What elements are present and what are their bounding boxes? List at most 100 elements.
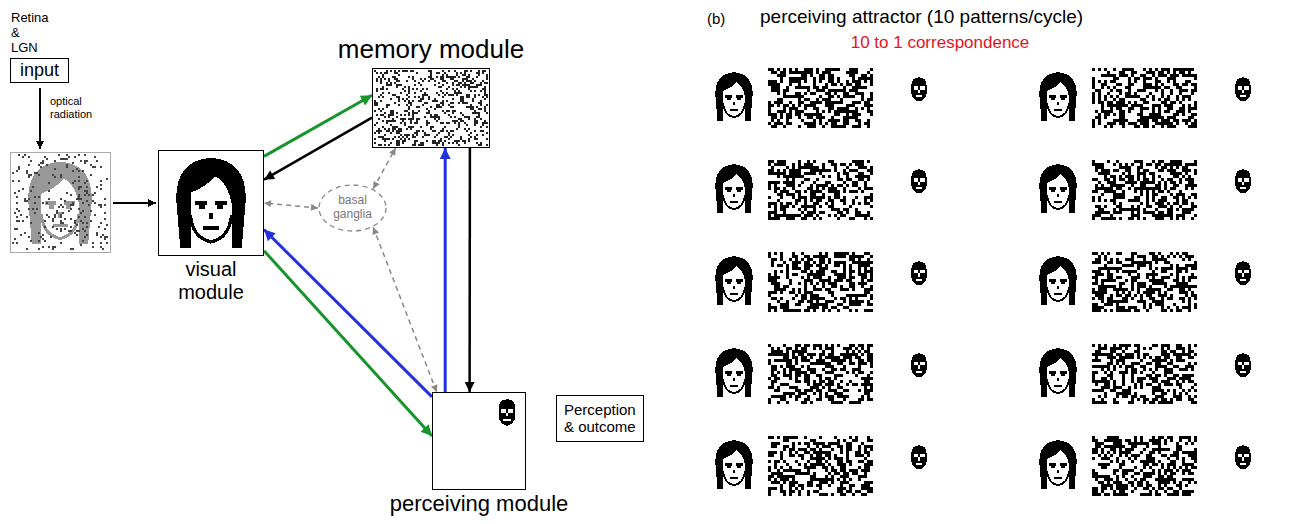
noise-dot (448, 104, 450, 106)
noise-dot (92, 242, 94, 244)
noise-dot (414, 122, 416, 124)
noise-dot (867, 71, 870, 74)
noise-dot (446, 76, 448, 78)
noise-dot (1191, 74, 1194, 77)
noise-dot (1158, 160, 1161, 163)
noise-dot (870, 166, 873, 169)
noise-dot (846, 95, 849, 98)
noise-dot (394, 70, 396, 72)
noise-dot (382, 76, 384, 78)
noise-dot (416, 72, 418, 74)
noise-dot (843, 163, 846, 166)
noise-dot (426, 134, 428, 136)
noise-dot (460, 100, 462, 102)
noise-dot (798, 95, 801, 98)
noise-dot (42, 234, 44, 236)
noise-dot (804, 214, 807, 217)
noise-dot (1143, 80, 1146, 83)
noise-dot (386, 130, 388, 132)
noise-dot (804, 166, 807, 169)
noise-dot (452, 102, 454, 104)
noise-dot (783, 89, 786, 92)
noise-dot (813, 166, 816, 169)
noise-dot (1104, 110, 1107, 113)
noise-dot (1167, 119, 1170, 122)
noise-dot (100, 236, 102, 238)
noise-dot (398, 140, 400, 142)
noise-dot (1179, 107, 1182, 110)
noise-dot (1173, 101, 1176, 104)
noise-dot (1143, 116, 1146, 119)
noise-dot (388, 120, 390, 122)
noise-dot (1104, 116, 1107, 119)
noise-dot (843, 86, 846, 89)
noise-dot (1140, 98, 1143, 101)
noise-dot (60, 242, 62, 244)
noise-dot (1167, 107, 1170, 110)
noise-dot (84, 216, 86, 218)
noise-dot (831, 163, 834, 166)
noise-dot (801, 101, 804, 104)
noise-dot (418, 96, 420, 98)
noise-dot (434, 140, 436, 142)
noise-dot (442, 128, 444, 130)
noise-dot (374, 110, 376, 112)
noise-dot (1137, 119, 1140, 122)
noise-dot (807, 86, 810, 89)
noise-dot (840, 107, 843, 110)
noise-dot (432, 100, 434, 102)
noise-dot (1158, 98, 1161, 101)
noise-dot (482, 70, 484, 72)
noise-dot (807, 211, 810, 214)
noise-dot (60, 230, 62, 232)
noise-dot (484, 82, 486, 84)
noise-dot (786, 193, 789, 196)
noise-dot (448, 132, 450, 134)
noise-dot (476, 134, 478, 136)
noise-dot (1125, 166, 1128, 169)
noise-dot (1158, 122, 1161, 125)
noise-dot (22, 220, 24, 222)
noise-dot (825, 104, 828, 107)
noise-dot (390, 70, 392, 72)
noise-dot (813, 217, 816, 220)
noise-dot (428, 96, 430, 98)
noise-dot (474, 122, 476, 124)
noise-dot (412, 136, 414, 138)
noise-dot (1176, 113, 1179, 116)
noise-dot (807, 116, 810, 119)
noise-dot (828, 101, 831, 104)
noise-dot (84, 190, 86, 192)
noise-dot (414, 112, 416, 114)
noise-dot (825, 122, 828, 125)
noise-dot (867, 169, 870, 172)
noise-dot (474, 80, 476, 82)
noise-dot (804, 202, 807, 205)
noise-dot (846, 116, 849, 119)
noise-dot (90, 220, 92, 222)
noise-dot (1176, 110, 1179, 113)
noise-dot (801, 71, 804, 74)
noise-dot (60, 174, 62, 176)
noise-dot (430, 70, 432, 72)
noise-dot (434, 98, 436, 100)
noise-dot (380, 114, 382, 116)
noise-dot (464, 128, 466, 130)
noise-dot (452, 142, 454, 144)
noise-dot (807, 214, 810, 217)
noise-dot (828, 95, 831, 98)
noise-dot (374, 124, 376, 126)
noise-dot (474, 94, 476, 96)
noise-dot (801, 95, 804, 98)
noise-dot (1194, 107, 1197, 110)
noise-dot (858, 113, 861, 116)
noise-dot (436, 100, 438, 102)
noise-dot (456, 92, 458, 94)
noise-dot (1119, 110, 1122, 113)
noise-dot (1167, 68, 1170, 71)
noise-dot (424, 78, 426, 80)
noise-dot (82, 222, 84, 224)
noise-dot (72, 162, 74, 164)
noise-dot (810, 205, 813, 208)
noise-dot (1143, 86, 1146, 89)
